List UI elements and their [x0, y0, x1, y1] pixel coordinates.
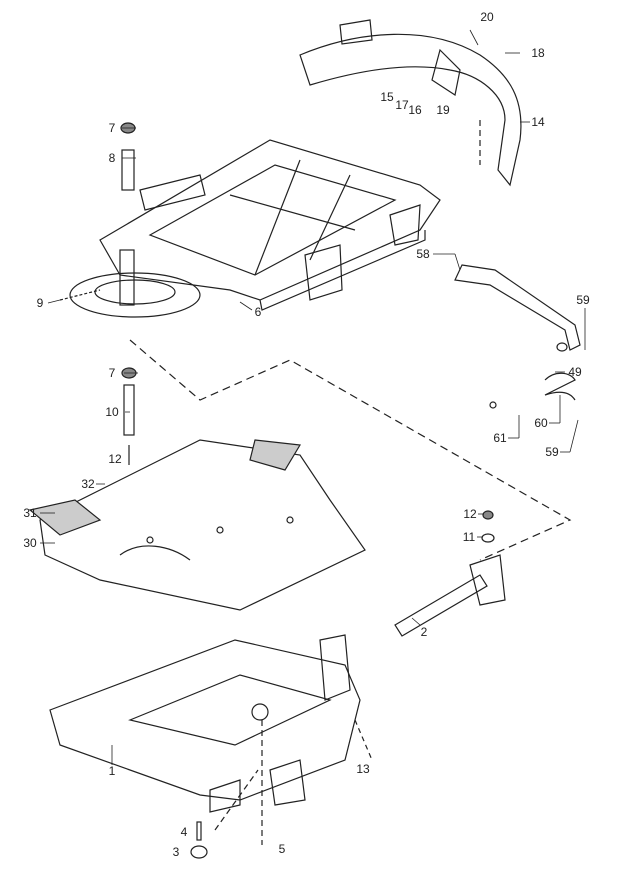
part-6-upper-frame	[99, 139, 441, 311]
callout-15: 15	[380, 90, 394, 104]
callout-58: 58	[416, 247, 430, 261]
callout-32: 32	[81, 477, 95, 491]
callout-9: 9	[36, 296, 44, 310]
callout-19: 19	[436, 103, 450, 117]
callout-5: 5	[278, 842, 286, 856]
callout-16: 16	[408, 103, 422, 117]
callout-8: 8	[108, 151, 116, 165]
callout-6: 6	[254, 305, 262, 319]
callout-7b: 7	[108, 366, 116, 380]
callout-59: 59	[576, 293, 590, 307]
part-30-floor-plate	[39, 439, 366, 611]
part-10-spacer	[121, 367, 137, 465]
part-2-axle	[394, 510, 506, 637]
callout-13: 13	[356, 762, 370, 776]
callout-10: 10	[105, 405, 119, 419]
callout-12b: 12	[463, 507, 477, 521]
callout-49: 49	[568, 365, 582, 379]
callout-18: 18	[531, 46, 545, 60]
callout-31: 31	[23, 506, 37, 520]
callout-2: 2	[420, 625, 428, 639]
part-31-floor-mat	[28, 439, 301, 536]
part-pivot-disc	[59, 122, 201, 318]
callout-61: 61	[493, 431, 507, 445]
part-58-bracket	[454, 264, 581, 409]
assembly-dashed-line	[129, 339, 572, 561]
callout-17: 17	[395, 98, 409, 112]
callout-4: 4	[180, 825, 188, 839]
callout-12: 12	[108, 452, 122, 466]
callout-14: 14	[531, 115, 545, 129]
part-1-main-frame	[49, 634, 373, 859]
callout-1: 1	[108, 764, 116, 778]
callout-3: 3	[172, 845, 180, 859]
callout-30: 30	[23, 536, 37, 550]
callout-20: 20	[480, 10, 494, 24]
callout-60: 60	[534, 416, 548, 430]
callout-59b: 59	[545, 445, 559, 459]
part-14-seat-bracket	[299, 19, 522, 187]
callout-11: 11	[462, 530, 476, 544]
callout-7: 7	[108, 121, 116, 135]
leader-lines	[40, 29, 586, 765]
